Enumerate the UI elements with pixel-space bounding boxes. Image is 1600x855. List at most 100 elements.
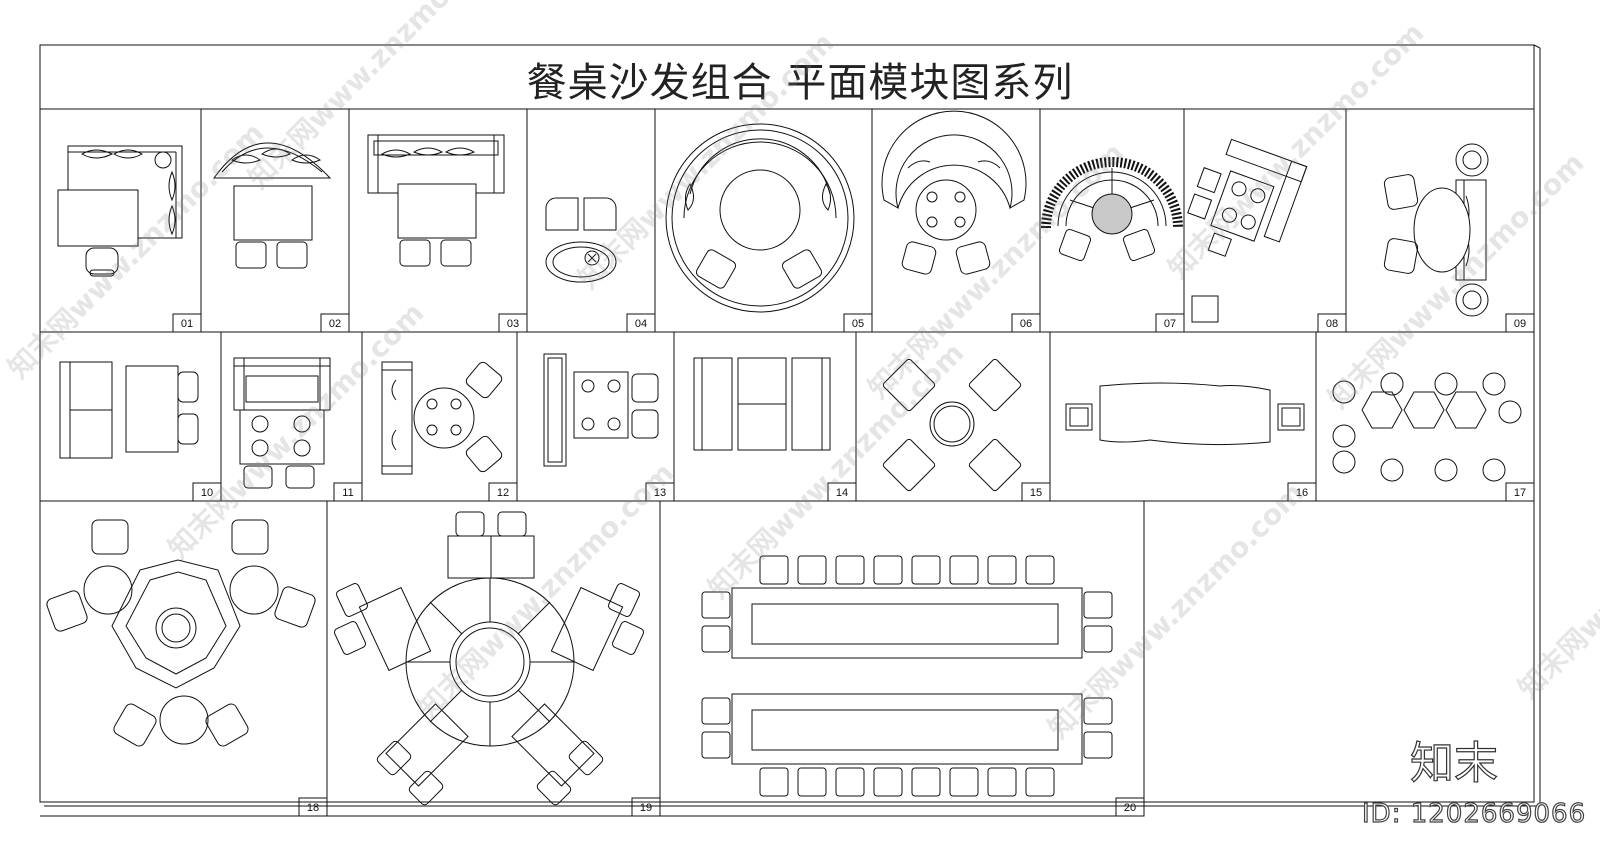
module-number-text: 06: [1020, 318, 1032, 330]
module-number-07: 07: [1155, 313, 1185, 333]
frame-shadow: [1533, 44, 1541, 49]
module-number-text: 10: [201, 487, 213, 499]
module-15-four-chairs-round: [882, 358, 1022, 492]
watermark-text: 知末网www.znzmo.com: [1512, 436, 1600, 705]
conference-chair: [873, 767, 903, 797]
module-number-12: 12: [488, 482, 518, 502]
module-01-desk-sofa: [57, 145, 183, 277]
module-number-08: 08: [1317, 313, 1347, 333]
module-03-sofa-table: [367, 134, 505, 267]
brand-logo: 知末: [1410, 738, 1498, 789]
conference-chair: [797, 767, 827, 797]
conference-chair: [987, 767, 1017, 797]
conference-chair: [759, 555, 789, 585]
module-number-03: 03: [498, 313, 528, 333]
module-number-text: 14: [836, 487, 848, 499]
conference-chair: [949, 555, 979, 585]
module-16-long-table: [1065, 382, 1305, 446]
module-number-09: 09: [1505, 313, 1535, 333]
conference-chair: [701, 625, 731, 653]
row2-dividers: [220, 332, 1317, 501]
module-number-06: 06: [1011, 313, 1041, 333]
module-number-text: 01: [181, 318, 193, 330]
conference-chair: [1083, 625, 1113, 653]
module-number-13: 13: [645, 482, 675, 502]
row1-dividers: [200, 109, 1347, 332]
conference-chair: [1083, 591, 1113, 619]
module-12-sofa-round-table: [381, 361, 503, 475]
module-number-11: 11: [333, 482, 363, 502]
conference-chair: [1083, 731, 1113, 759]
conference-chair: [797, 555, 827, 585]
module-number-01: 01: [172, 313, 202, 333]
module-number-text: 15: [1030, 487, 1042, 499]
module-number-text: 08: [1326, 318, 1338, 330]
module-number-text: 17: [1514, 487, 1526, 499]
module-19-round-banquet: [334, 511, 644, 806]
conference-chair: [835, 555, 865, 585]
conference-chair: [873, 555, 903, 585]
module-10-sofa-table: [59, 361, 199, 459]
conference-chair: [987, 555, 1017, 585]
module-number-text: 02: [329, 318, 341, 330]
watermark-layer: 知末网www.znzmo.com知末网www.znzmo.com知末网www.z…: [2, 0, 1600, 745]
module-number-10: 10: [192, 482, 222, 502]
watermark-text: 知末网www.znzmo.com: [862, 136, 1131, 405]
module-02-sofa-table: [213, 142, 332, 269]
conference-chair: [701, 697, 731, 725]
module-number-text: 20: [1124, 802, 1136, 814]
module-20-conference-tables: [701, 555, 1113, 797]
module-09-sofa-oval: [1383, 143, 1489, 317]
module-number-17: 17: [1505, 482, 1535, 502]
module-number-18: 18: [298, 797, 328, 817]
conference-chair: [701, 591, 731, 619]
conference-chair: [835, 767, 865, 797]
module-number-text: 18: [307, 802, 319, 814]
module-number-19: 19: [631, 797, 661, 817]
conference-chair: [759, 767, 789, 797]
module-number-text: 12: [497, 487, 509, 499]
module-number-labels: 01 02 03 04 05 06 07 08 09 10 11 12 13 14 15 16 17 18 19 20: [172, 313, 1535, 817]
module-number-14: 14: [827, 482, 857, 502]
module-number-15: 15: [1021, 482, 1051, 502]
module-number-text: 11: [342, 487, 353, 499]
module-05-round-sofa: [665, 123, 855, 313]
watermark-text: 知末网www.znzmo.com: [1162, 16, 1431, 285]
module-number-text: 13: [654, 487, 666, 499]
conference-chair: [1025, 767, 1055, 797]
conference-chair: [701, 731, 731, 759]
module-number-20: 20: [1115, 797, 1145, 817]
module-number-04: 04: [626, 313, 656, 333]
sheet-title: 餐桌沙发组合 平面模块图系列: [527, 60, 1074, 106]
module-14-double-sofa: [693, 357, 831, 451]
module-06-curved-sofa: [881, 110, 1027, 275]
watermark-text: 知末网www.znzmo.com: [242, 0, 511, 195]
row3-dividers: [40, 501, 1145, 817]
conference-chair: [911, 555, 941, 585]
module-number-02: 02: [320, 313, 350, 333]
module-number-text: 16: [1296, 487, 1308, 499]
conference-chair: [1083, 697, 1113, 725]
module-07-round-banquette: [1041, 157, 1183, 262]
conference-chair: [911, 767, 941, 797]
module-number-text: 04: [635, 318, 647, 330]
module-number-text: 09: [1514, 318, 1526, 330]
sheet-frame: [39, 44, 1535, 803]
module-number-16: 16: [1287, 482, 1317, 502]
module-11-sofa-dining: [233, 357, 331, 489]
conference-chair: [949, 767, 979, 797]
module-number-text: 05: [852, 318, 864, 330]
module-13-bench-dining: [543, 353, 659, 467]
module-number-text: 03: [507, 318, 519, 330]
module-number-05: 05: [843, 313, 873, 333]
conference-chair: [1025, 555, 1055, 585]
module-04-chairs-oval-table: [545, 197, 617, 283]
image-id: ID: 1202669066: [1362, 799, 1586, 829]
module-number-text: 19: [640, 802, 652, 814]
module-18-tri-sofa: [46, 519, 316, 747]
watermark-text: 知末网www.znzmo.com: [162, 296, 431, 565]
module-08-corner-dining: [1187, 138, 1308, 323]
module-number-text: 07: [1164, 318, 1176, 330]
watermark-text: 知末网www.znzmo.com: [412, 456, 681, 725]
